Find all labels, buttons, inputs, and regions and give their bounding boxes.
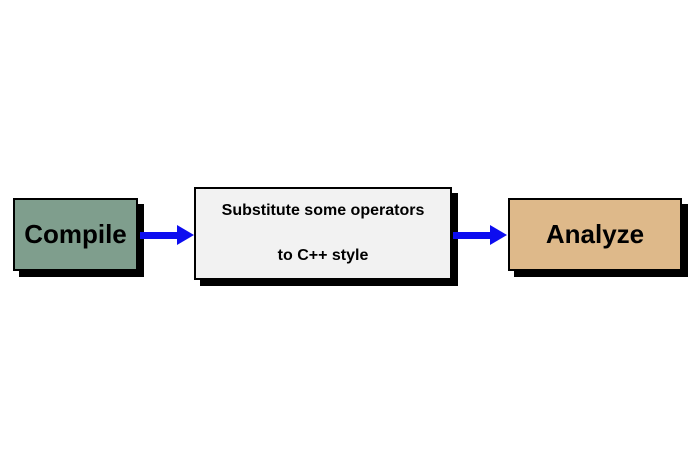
node-compile-label: Compile [24, 219, 127, 249]
node-substitute-label-line1: Substitute some operators [221, 202, 425, 219]
node-substitute-label-line2: to C++ style [277, 247, 369, 264]
arrowhead-icon [490, 225, 507, 245]
arrow-shaft [453, 231, 491, 239]
arrow-compile-to-substitute [140, 225, 194, 245]
node-analyze-label: Analyze [545, 219, 645, 249]
node-substitute: Substitute some operators to C++ style [194, 187, 452, 280]
arrowhead-icon [177, 225, 194, 245]
arrow-substitute-to-analyze [453, 225, 507, 245]
node-analyze: Analyze [508, 198, 682, 271]
node-compile: Compile [13, 198, 138, 271]
arrow-shaft [140, 231, 178, 239]
